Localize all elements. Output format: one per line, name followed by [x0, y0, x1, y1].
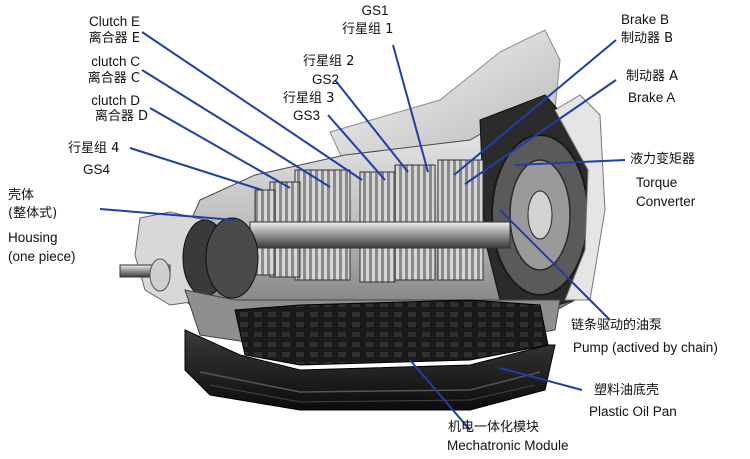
label-torque-converter-en: Torque: [636, 175, 678, 190]
mechatronic-valve-body: [234, 299, 549, 366]
label-pump-zh: 链条驱动的油泵: [571, 318, 663, 333]
label-housing-en: Housing: [8, 230, 58, 245]
leader-clutch-e: [141, 31, 363, 181]
label-brake-b-en: Brake B: [621, 12, 670, 27]
leader-brake-a: [464, 79, 617, 185]
leader-lines: [99, 31, 626, 431]
oil-pan-rib: [199, 371, 541, 393]
label-mechatronic-en: Mechatronic Module: [447, 438, 569, 453]
label-brake-a-en: Brake A: [628, 90, 676, 105]
label-clutch-c-zh: 离合器 C: [87, 71, 140, 86]
leader-brake-b: [453, 39, 617, 176]
label-clutch-d-zh: 离合器 D: [94, 109, 148, 124]
leader-gs4: [129, 147, 263, 191]
label-brake-a-zh: 制动器 A: [626, 69, 679, 84]
label-gs1-en: GS1: [361, 3, 389, 18]
label-oil-pan-zh: 塑料油底壳: [594, 383, 660, 398]
main-shaft: [249, 221, 511, 249]
leader-housing: [99, 208, 236, 221]
brake-pack: [437, 159, 484, 281]
transmission-illustration: [119, 29, 606, 411]
leader-mechatronic: [409, 359, 471, 431]
label-housing-zh-2: (整体式): [8, 206, 58, 221]
label-clutch-c-en: clutch C: [91, 54, 140, 69]
label-gs1-zh: 行星组 1: [342, 22, 394, 37]
label-clutch-e-en: Clutch E: [88, 14, 140, 29]
leader-pump: [499, 209, 611, 321]
leader-torque-converter: [514, 159, 626, 166]
leader-gs1: [392, 44, 429, 173]
output-shaft-flange: [149, 258, 171, 292]
label-gs4-en: GS4: [83, 162, 111, 177]
label-pump-en: Pump (actived by chain): [573, 340, 718, 355]
label-gs4-zh: 行星组 4: [68, 141, 120, 156]
label-mechatronic-zh: 机电一体化模块: [448, 420, 540, 435]
label-brake-b-zh: 制动器 B: [621, 31, 674, 46]
leader-clutch-d: [149, 107, 291, 189]
leader-gs2: [334, 79, 409, 173]
torque-converter-hub: [527, 190, 553, 240]
leader-clutch-c: [141, 69, 331, 188]
label-gs3-zh: 行星组 3: [283, 91, 335, 106]
output-drum-2: [205, 217, 259, 299]
label-clutch-e-zh: 离合器 E: [88, 31, 140, 46]
label-housing-en-2: (one piece): [8, 249, 76, 264]
label-gs2-zh: 行星组 2: [303, 54, 355, 69]
label-clutch-d-en: clutch D: [91, 93, 140, 108]
label-oil-pan-en: Plastic Oil Pan: [589, 404, 677, 419]
label-gs2-en: GS2: [312, 72, 340, 87]
label-torque-converter-en-2: Converter: [636, 194, 696, 209]
leader-gs3: [327, 114, 386, 181]
label-torque-converter-zh: 液力变矩器: [630, 152, 696, 167]
label-housing-zh: 壳体: [8, 188, 35, 203]
oil-pan-rib: [209, 384, 536, 403]
label-gs3-en: GS3: [293, 108, 321, 123]
leader-oil-pan: [499, 367, 583, 391]
